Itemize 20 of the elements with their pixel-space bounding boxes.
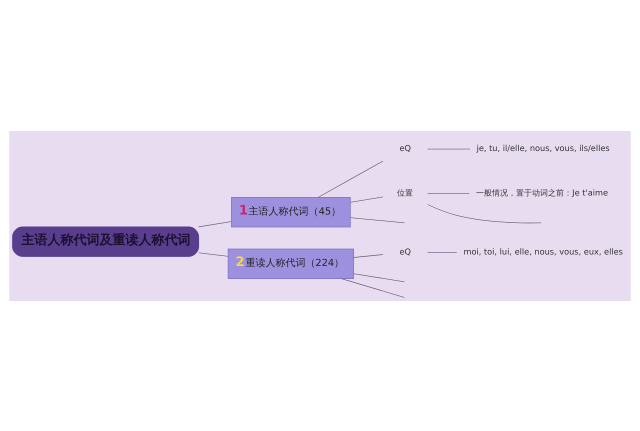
node-box: 2 重读人称代词（224）: [228, 248, 354, 278]
node-text: eQ: [400, 142, 412, 153]
node-text: eQ: [400, 246, 412, 256]
connector: [350, 196, 384, 202]
node-box: 1主语人称代词（45）: [231, 196, 351, 227]
connector: [198, 252, 228, 256]
node-text: 一般情况，置于动词之前：Je t'aime: [476, 186, 608, 197]
node-text: 位置: [397, 186, 414, 197]
connector: [198, 220, 232, 227]
node-box: 主语人称代词及重读人称代词: [12, 226, 200, 256]
connector: [318, 160, 384, 198]
node-text: je, tu, il/elle, nous, vous, ils/elles: [476, 142, 610, 153]
connector: [353, 272, 405, 282]
connector: [353, 254, 384, 258]
connector: [427, 192, 470, 194]
connector: [427, 204, 542, 223]
connector: [427, 148, 470, 149]
connector: [350, 216, 405, 223]
node-text: moi, toi, lui, elle, nous, vous, eux, elles: [463, 246, 623, 256]
connector: [341, 278, 405, 298]
